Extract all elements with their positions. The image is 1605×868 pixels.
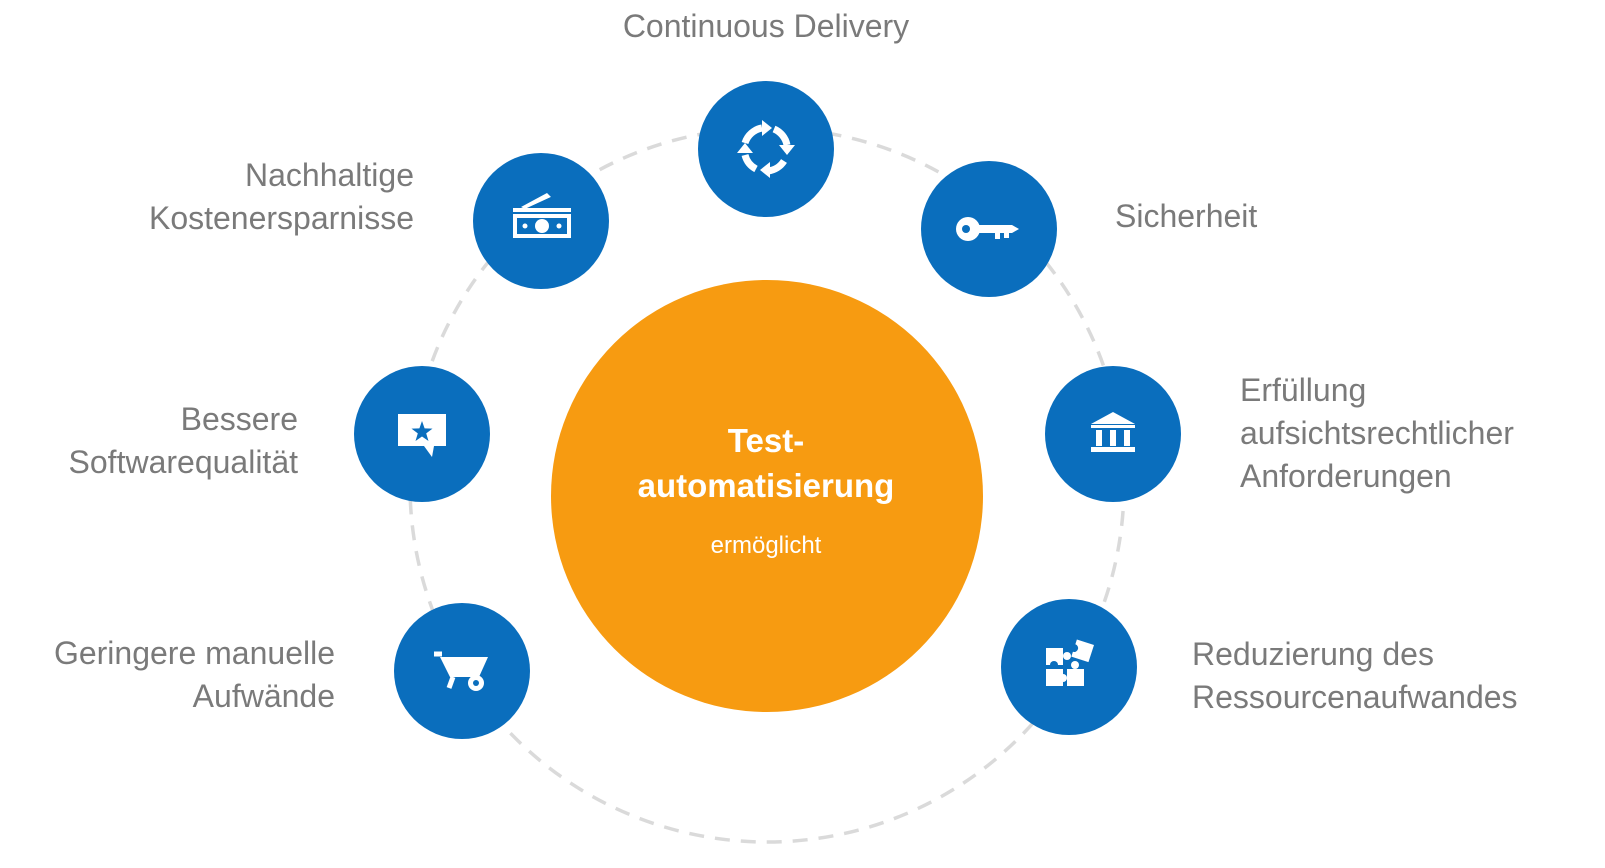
- label-reduzierung: Reduzierung des Ressourcenaufwandes: [1192, 633, 1518, 719]
- label-continuous-delivery: Continuous Delivery: [560, 5, 972, 48]
- label-line: Geringere manuelle: [53, 635, 335, 671]
- puzzle-icon: [1046, 639, 1095, 686]
- star-speech-bubble-icon: [398, 414, 446, 457]
- node-continuous-delivery: [698, 81, 834, 217]
- key-icon: [956, 217, 1019, 241]
- node-nachhaltige: [473, 153, 609, 289]
- label-line: Nachhaltige: [245, 157, 414, 193]
- label-sicherheit: Sicherheit: [1115, 195, 1257, 238]
- node-circle: [698, 81, 834, 217]
- label-line: Reduzierung des: [1192, 636, 1434, 672]
- label-geringere: Geringere manuelle Aufwände: [0, 632, 335, 718]
- center-title-line: automatisierung: [637, 467, 895, 504]
- node-circle: [1001, 599, 1137, 735]
- label-line: Anforderungen: [1240, 458, 1452, 494]
- label-line: Bessere: [180, 401, 298, 437]
- money-bills-icon: [513, 193, 571, 238]
- center-title: Test- automatisierung: [590, 418, 942, 508]
- label-nachhaltige: Nachhaltige Kostenersparnisse: [0, 154, 414, 240]
- label-line: Ressourcenaufwandes: [1192, 679, 1518, 715]
- label-line: Softwarequalität: [68, 444, 298, 480]
- label-line: Kostenersparnisse: [148, 200, 414, 236]
- label-line: aufsichtsrechtlicher: [1240, 415, 1514, 451]
- center-circle: [551, 280, 983, 712]
- refresh-cycle-icon: [737, 120, 795, 178]
- label-line: Erfüllung: [1240, 372, 1367, 408]
- wheelbarrow-icon: [434, 651, 488, 691]
- label-line: Sicherheit: [1115, 198, 1258, 234]
- node-geringere: [394, 603, 530, 739]
- node-erfuellung: [1045, 366, 1181, 502]
- label-bessere: Bessere Softwarequalität: [0, 398, 298, 484]
- center-subtitle: ermöglicht: [710, 532, 822, 559]
- bank-building-icon: [1091, 412, 1135, 452]
- label-erfuellung: Erfüllung aufsichtsrechtlicher Anforderu…: [1240, 369, 1514, 498]
- center-title-line: Test-: [727, 422, 805, 459]
- node-bessere: [354, 366, 490, 502]
- node-sicherheit: [921, 161, 1057, 297]
- node-reduzierung: [1001, 599, 1137, 735]
- label-line: Aufwände: [192, 678, 335, 714]
- label-line: Continuous Delivery: [622, 8, 910, 44]
